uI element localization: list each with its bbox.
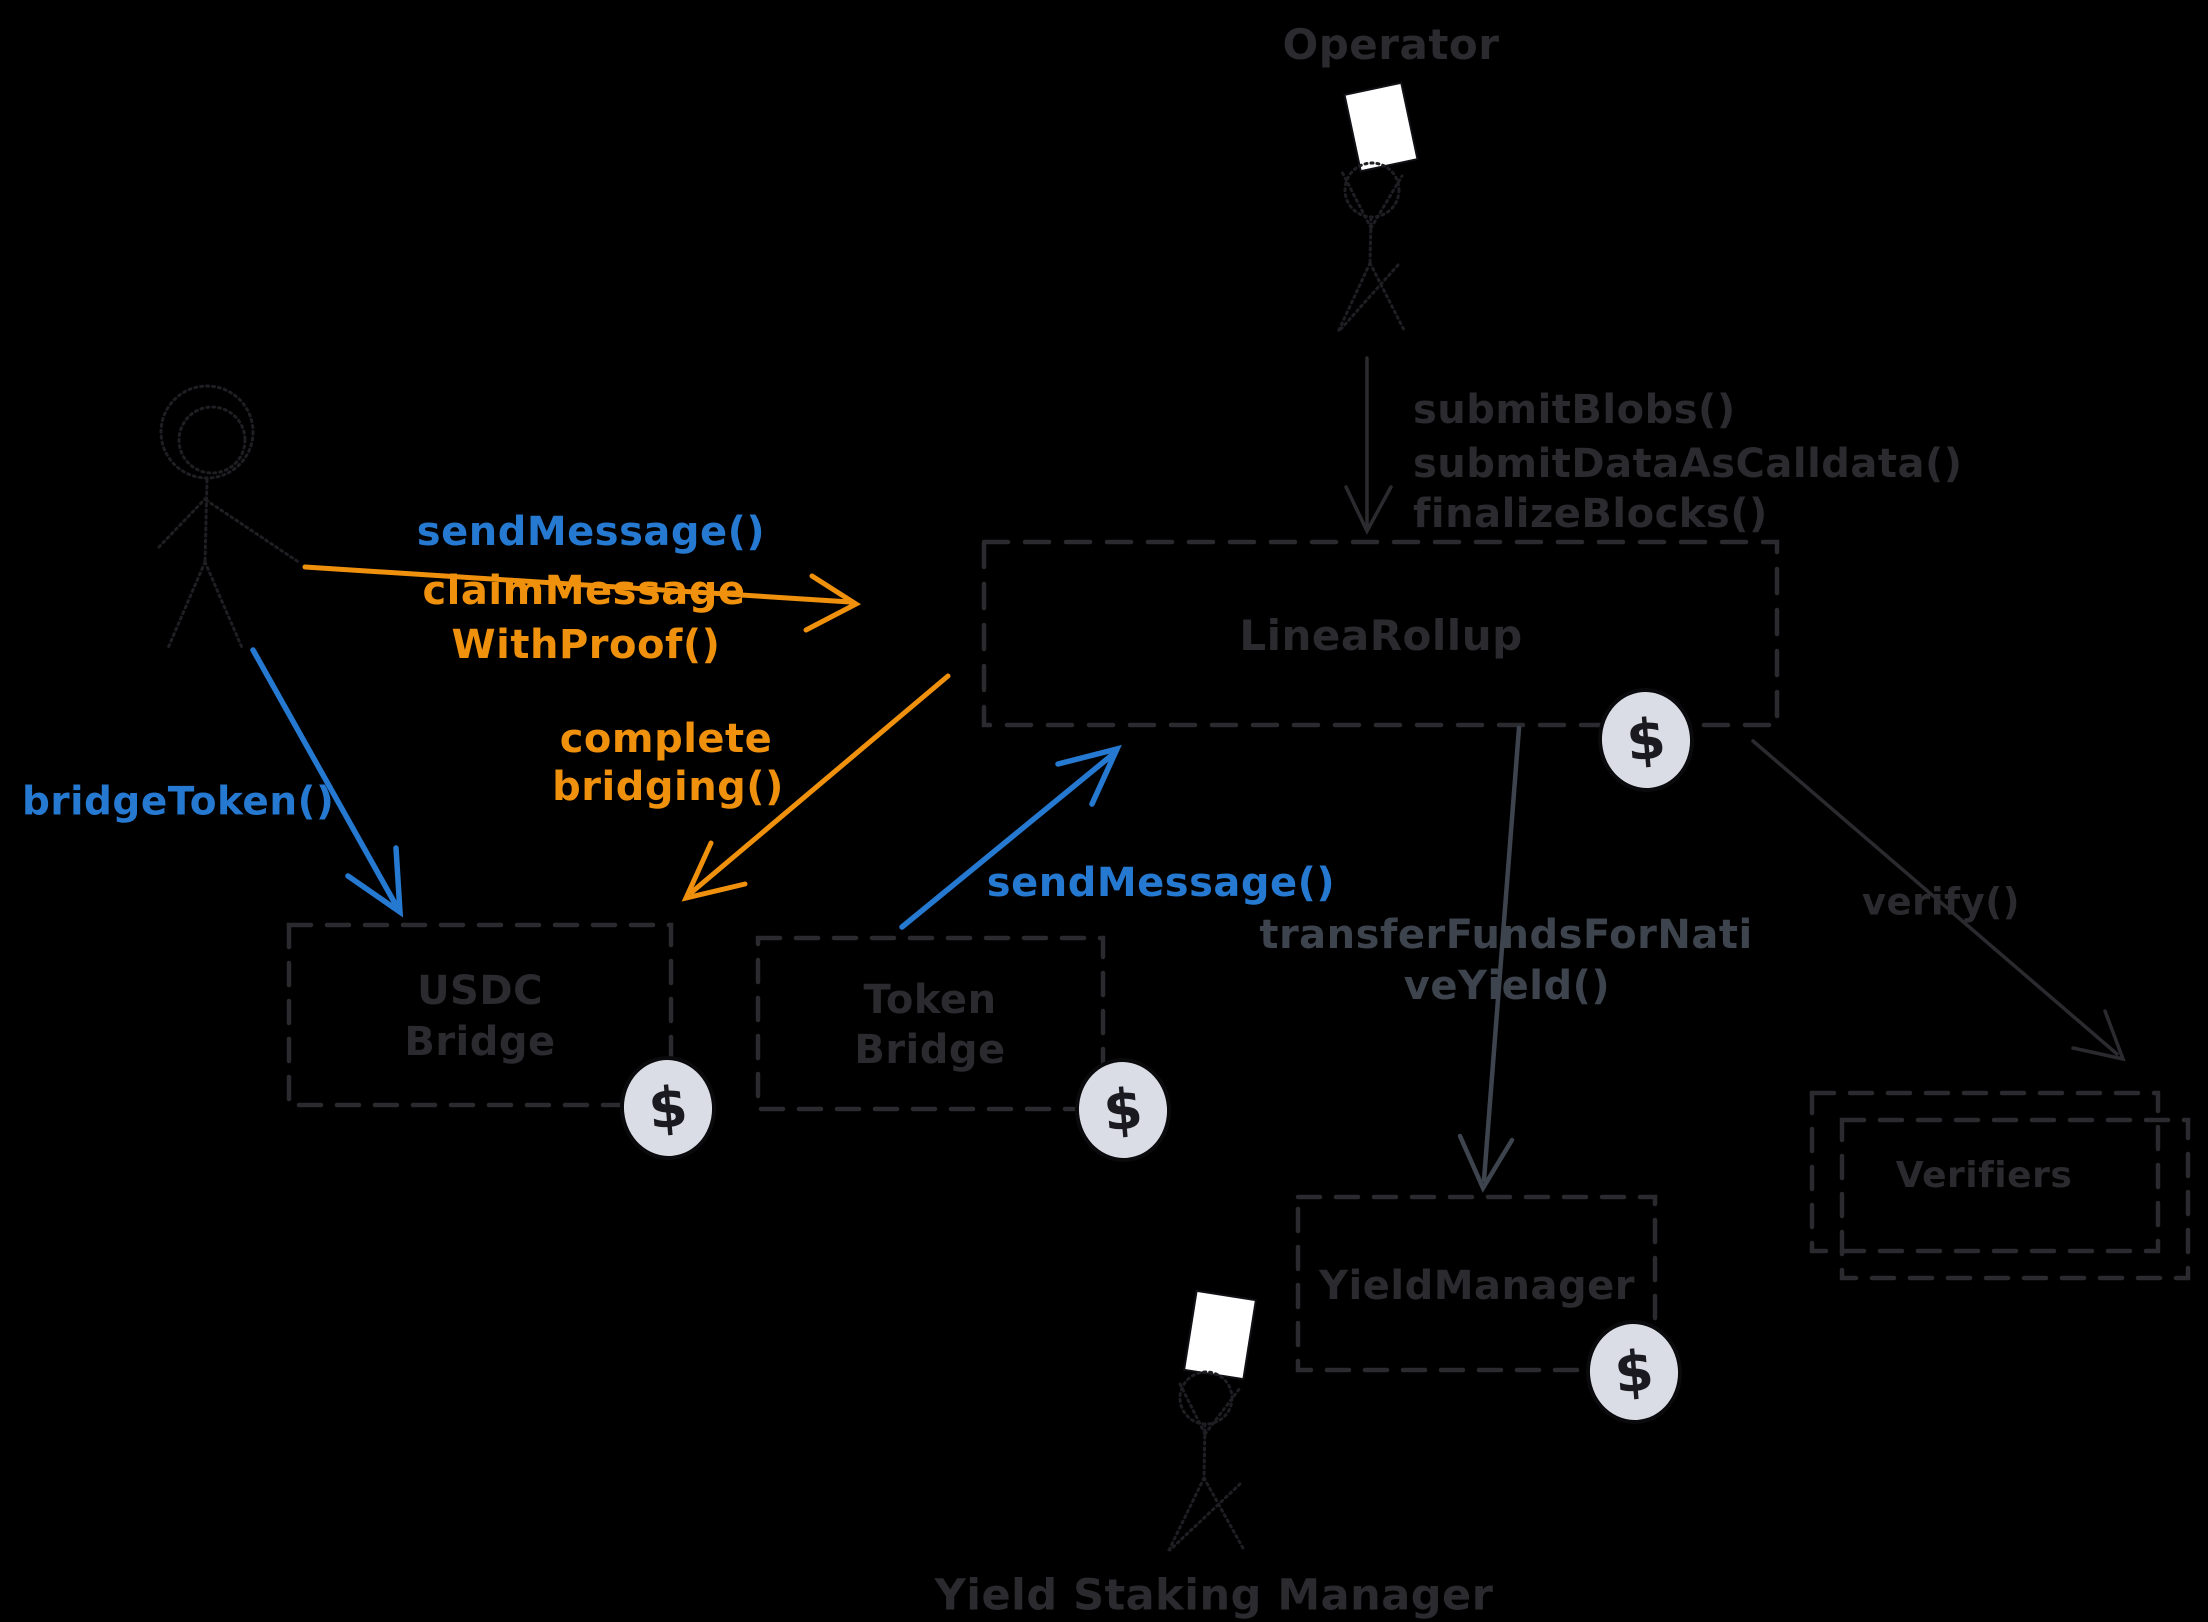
transfer-funds-label-2: veYield() (1403, 963, 1611, 1009)
yield-staking-manager-paper (1182, 1289, 1258, 1381)
operator-call-label-1: submitBlobs() (1413, 387, 1736, 433)
linea-rollup-label: LineaRollup (1239, 611, 1523, 660)
operator-call-label-3: finalizeBlocks() (1413, 491, 1768, 537)
transfer-funds-label-1: transferFundsForNati (1259, 912, 1753, 958)
operator-paper (1343, 81, 1419, 173)
usdc-bridge-label-1: USDC (417, 968, 543, 1014)
verifiers-label: Verifiers (1895, 1155, 2073, 1196)
token-bridge-label-1: Token (863, 977, 997, 1023)
yield-staking-manager-label: Yield Staking Manager (934, 1570, 1494, 1621)
send-message-token-bridge-label: sendMessage() (986, 860, 1336, 906)
bridge-token-arrow (250, 647, 404, 918)
operator-calls-arrow (1344, 356, 1393, 535)
send-message-user-label: sendMessage() (416, 509, 766, 555)
operator-figure (1336, 81, 1419, 334)
transfer-funds-arrow (1457, 725, 1522, 1193)
dollar-icon: $ (1611, 1337, 1657, 1407)
claim-message-arrow (302, 564, 861, 633)
token-bridge-label-2: Bridge (854, 1027, 1006, 1073)
linea-rollup-box (981, 539, 1780, 728)
yield-manager-label: YieldManager (1319, 1263, 1635, 1309)
dollar-icon: $ (1623, 705, 1669, 775)
user-figure (156, 384, 302, 652)
complete-bridging-label-2: bridging() (552, 764, 784, 810)
complete-bridging-label-1: complete (559, 716, 773, 762)
usdc-bridge-box (286, 922, 674, 1108)
send-message-arrow (899, 744, 1122, 930)
yield-manager-box (1295, 1194, 1658, 1373)
verifiers-box-front (1839, 1117, 2191, 1281)
claim-message-label-1: claimMessage (422, 568, 746, 614)
claim-message-label-2: WithProof() (451, 622, 721, 668)
dollar-icon: $ (1100, 1075, 1146, 1145)
usdc-bridge-label-2: Bridge (404, 1019, 556, 1065)
yield-staking-manager-figure (1166, 1289, 1258, 1554)
verify-arrow (1751, 739, 2126, 1062)
bridge-token-label: bridgeToken() (22, 779, 335, 825)
operator-label: Operator (1282, 20, 1500, 69)
verify-label: verify() (1861, 880, 2021, 924)
token-bridge-box (755, 935, 1106, 1112)
complete-bridging-arrow (681, 673, 951, 902)
operator-call-label-2: submitDataAsCalldata() (1413, 441, 1963, 487)
dollar-icon: $ (645, 1073, 691, 1143)
verifiers-box-back (1809, 1090, 2161, 1254)
